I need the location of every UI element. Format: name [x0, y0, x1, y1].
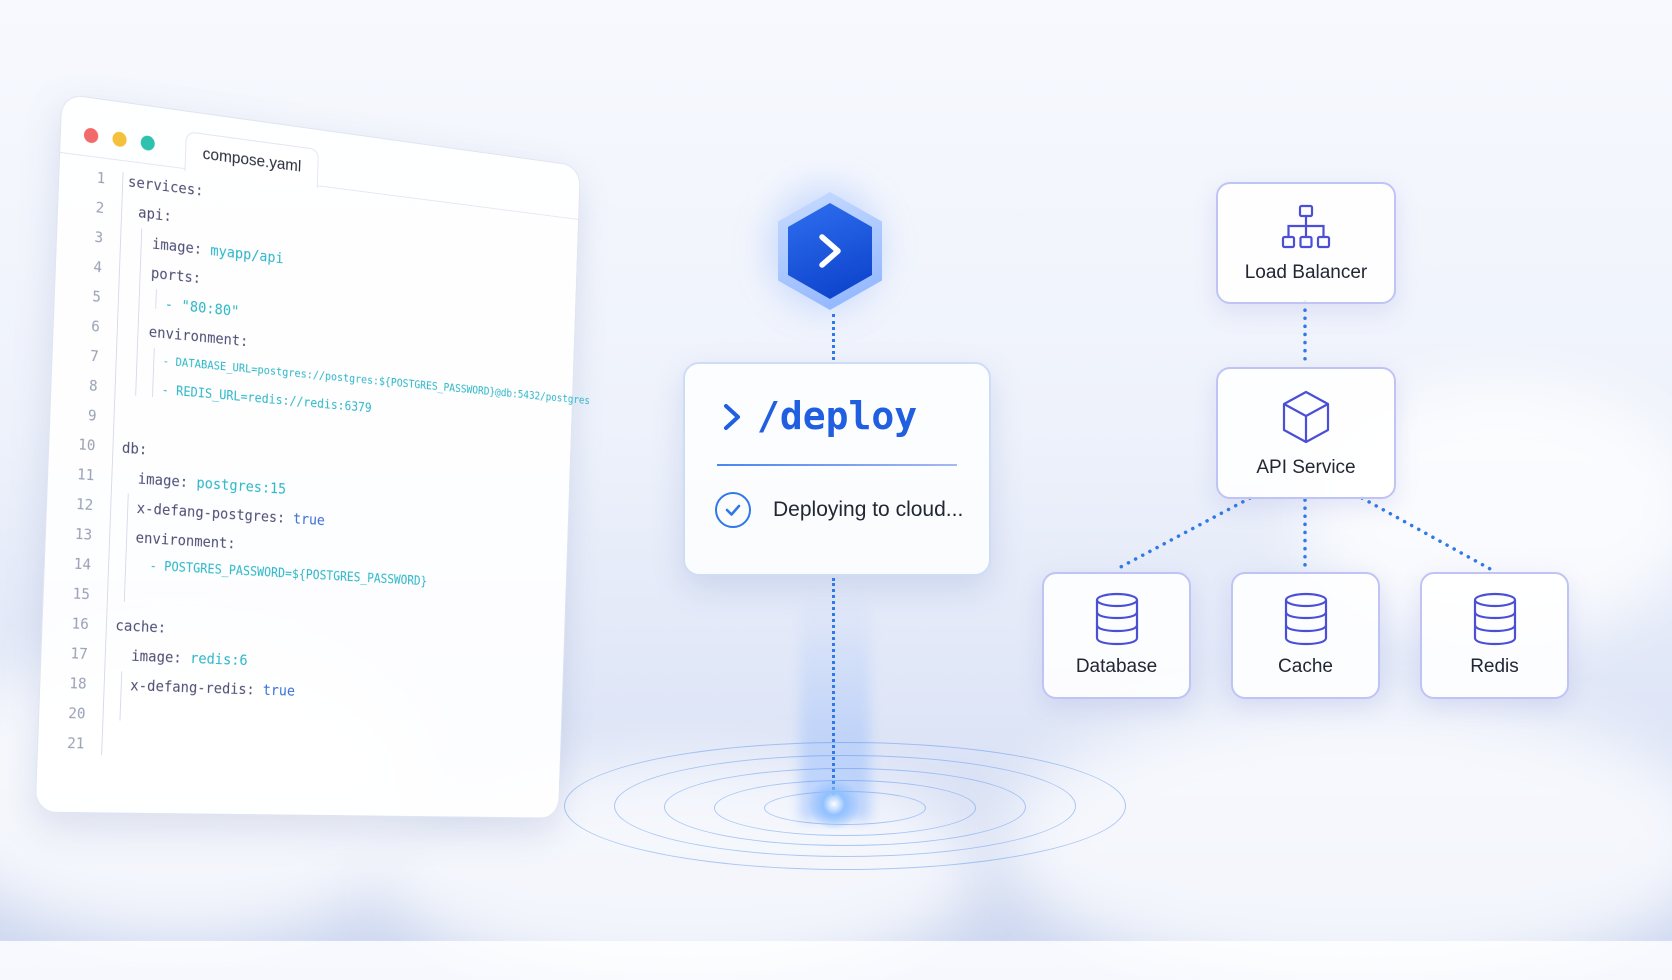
node-label: Cache [1278, 656, 1333, 677]
database-icon [1095, 592, 1138, 646]
api-service-node[interactable]: API Service [1216, 367, 1396, 499]
deploy-command: /deploy [721, 394, 917, 438]
deploy-status: Deploying to cloud... [773, 498, 964, 521]
ripple-ring [564, 742, 1126, 870]
ripple-ring [664, 768, 1026, 846]
architecture-connectors [1113, 300, 1494, 572]
ripple-ring [614, 755, 1076, 857]
database-node[interactable]: Database [1042, 572, 1191, 699]
check-circle-icon [715, 492, 751, 528]
database-icon [1473, 592, 1516, 646]
cloud [1000, 700, 1672, 980]
hierarchy-icon [1281, 204, 1331, 249]
connector-dotted-line [832, 314, 835, 360]
divider [717, 464, 957, 466]
database-icon [1284, 592, 1327, 646]
deploy-command-text: /deploy [757, 394, 918, 438]
redis-node[interactable]: Redis [1420, 572, 1569, 699]
deploy-hexagon-button[interactable] [788, 203, 872, 299]
node-label: API Service [1256, 457, 1356, 478]
node-label: Redis [1470, 656, 1519, 677]
chevron-right-icon [819, 234, 841, 268]
node-label: Load Balancer [1244, 262, 1368, 283]
prompt-chevron-icon [724, 404, 740, 430]
node-label: Database [1075, 656, 1158, 677]
ripple-spark [808, 778, 860, 830]
cube-icon [1282, 390, 1330, 444]
deploy-beam [832, 578, 835, 808]
cache-node[interactable]: Cache [1231, 572, 1380, 699]
deploy-command-card[interactable]: /deploy Deploying to cloud... [683, 362, 991, 576]
load-balancer-node[interactable]: Load Balancer [1216, 182, 1396, 304]
